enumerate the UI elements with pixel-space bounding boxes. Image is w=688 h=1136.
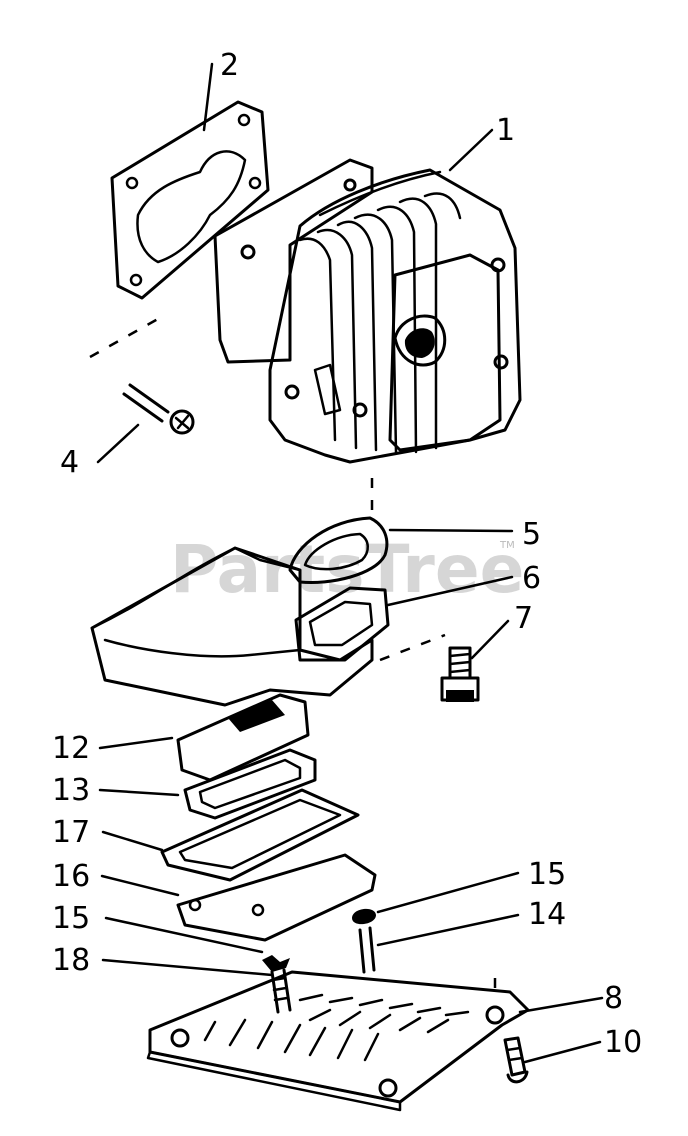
alignment-line-bolt	[379, 633, 446, 662]
part-2-base-gasket	[110, 100, 270, 300]
part-12-baffle	[176, 693, 310, 782]
part-14-screw	[358, 926, 376, 974]
callout-2: 2	[220, 48, 239, 83]
callout-12: 12	[52, 731, 90, 766]
callout-16: 16	[52, 859, 90, 894]
part-15-washer-right	[352, 908, 376, 925]
callout-5: 5	[522, 517, 541, 552]
part-13-gasket	[183, 748, 317, 820]
callout-7: 7	[514, 601, 533, 636]
callout-14: 14	[528, 897, 566, 932]
muffler-body	[90, 546, 374, 707]
callout-6: 6	[522, 561, 541, 596]
part-7-bolt	[440, 646, 480, 702]
part-6-flange-gasket	[294, 586, 390, 662]
callout-18: 18	[52, 943, 90, 978]
callout-10: 10	[604, 1025, 642, 1060]
part-15-washer-left	[262, 955, 290, 972]
callout-4: 4	[60, 445, 79, 480]
callout-15-right: 15	[528, 857, 566, 892]
part-5-exhaust-gasket	[288, 516, 389, 585]
callout-8: 8	[604, 981, 623, 1016]
part-10-screw	[503, 1036, 529, 1084]
part-17-gasket	[160, 788, 360, 882]
watermark-trademark: TM	[499, 540, 515, 551]
callout-17: 17	[52, 815, 90, 850]
part-4-screw	[122, 383, 195, 435]
part-16-baffle-plate	[176, 853, 377, 942]
part-8-cover-plate	[146, 970, 530, 1112]
callout-13: 13	[52, 773, 90, 808]
leader-lines	[96, 62, 604, 1064]
partstree-watermark: PartsTree	[170, 531, 524, 608]
alignment-line-gasket	[89, 313, 166, 359]
part-1-cylinder	[213, 158, 522, 464]
callout-1: 1	[496, 113, 515, 148]
callout-15-left: 15	[52, 901, 90, 936]
